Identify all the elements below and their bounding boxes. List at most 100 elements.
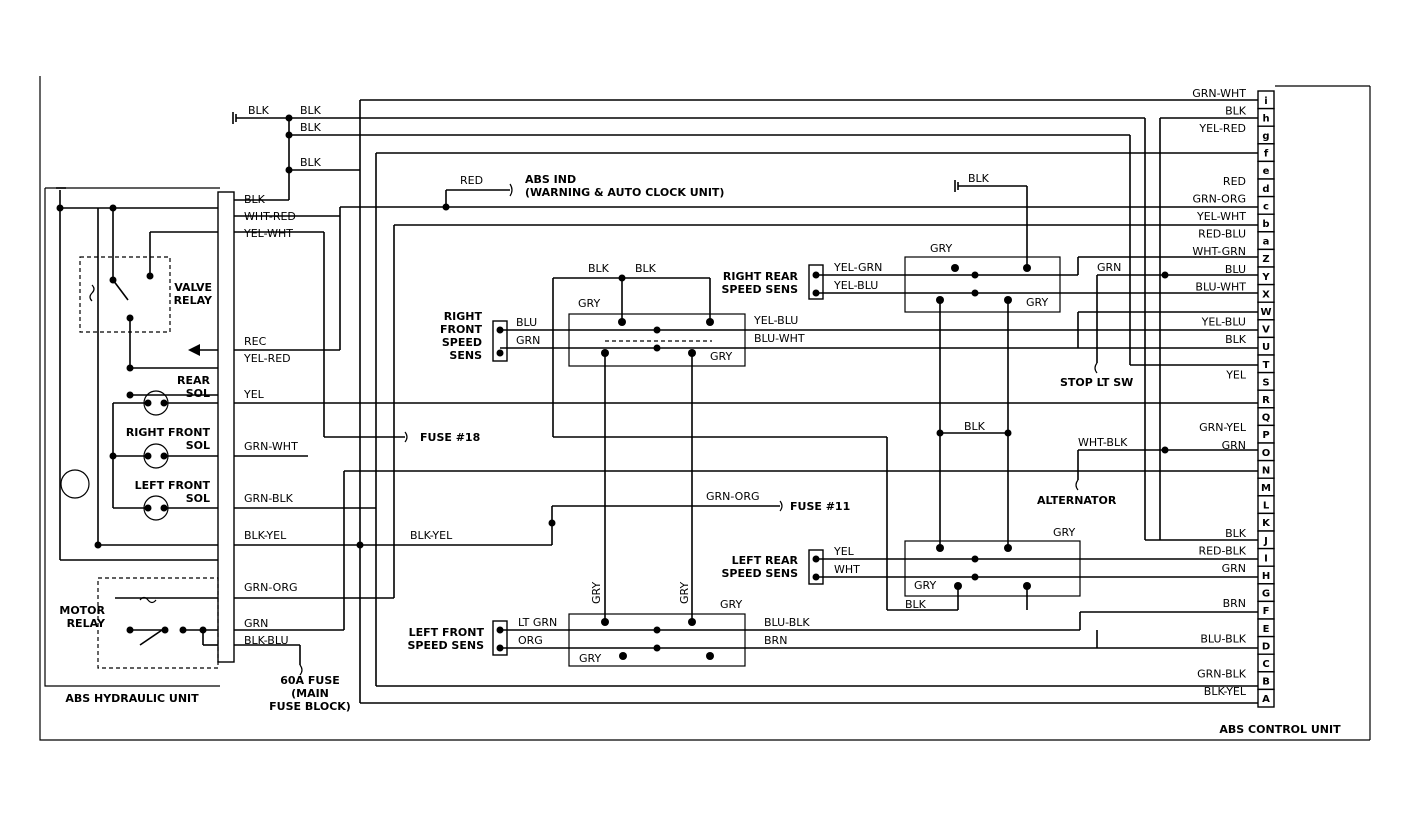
right-rear-speed-sensor <box>808 185 1260 548</box>
pin-label: b <box>1262 219 1269 230</box>
lr-wire-wht: WHT <box>834 563 860 576</box>
mid-blk: BLK <box>964 420 986 433</box>
pin-label: X <box>1262 289 1270 300</box>
lf-gry-vert-right: GRY <box>678 582 691 604</box>
pin-label: f <box>1264 149 1269 160</box>
ground-label-1: BLK <box>248 104 270 117</box>
labels: BLK BLK BLK BLK BLK BLK WHT-RED YEL-WHT … <box>59 104 1341 736</box>
pin-label: B <box>1262 677 1270 688</box>
lf-gry-vert-left: GRY <box>590 582 603 604</box>
lf-out-top: BLU-BLK <box>764 616 810 629</box>
cu-wire-label: BLU-BLK <box>1200 632 1246 645</box>
cu-wire-label: BLK <box>1225 333 1247 346</box>
cu-wire-label: GRN <box>1222 439 1246 452</box>
hydraulic-unit <box>44 187 235 687</box>
abs-ind-wire: RED <box>460 174 483 187</box>
cu-wire-label: BLK <box>1225 104 1247 117</box>
hu-wire-grn: GRN <box>244 617 268 630</box>
ground-icon <box>56 112 959 192</box>
rf-gry-top: GRY <box>578 297 600 310</box>
pin-label: i <box>1264 96 1267 107</box>
fuse-18-label: FUSE #18 <box>420 431 480 444</box>
pin-label: P <box>1262 430 1269 441</box>
pin-label: d <box>1262 184 1269 195</box>
pin-label: e <box>1263 166 1270 177</box>
cu-wire-label: BRN <box>1223 597 1246 610</box>
fuse-11-label: FUSE #11 <box>790 500 850 513</box>
pin-label: O <box>1262 448 1271 459</box>
hu-wire-wht-red: WHT-RED <box>244 210 296 223</box>
rf-out-bottom: BLU-WHT <box>754 332 805 345</box>
hu-wire-blk: BLK <box>244 193 266 206</box>
ground-label-4: BLK <box>300 156 322 169</box>
hu-wire-yel: YEL <box>243 388 265 401</box>
cu-wire-label: BLK-YEL <box>1204 685 1247 698</box>
pin-label: Z <box>1262 254 1269 265</box>
lr-blk-bottom: BLK <box>905 598 927 611</box>
pin-label: S <box>1262 377 1269 388</box>
lf-wire-lt-grn: LT GRN <box>518 616 557 629</box>
pin-label: C <box>1262 659 1269 670</box>
ground-label-5: BLK <box>968 172 990 185</box>
control-unit-wire-labels: GRN-WHTBLKYEL-REDREDGRN-ORGYEL-WHTRED-BL… <box>1192 87 1247 698</box>
rf-blk-left: BLK <box>588 262 610 275</box>
cu-wire-label: RED-BLU <box>1198 228 1246 241</box>
pin-label: Q <box>1262 413 1271 424</box>
cu-wire-label: BLU <box>1225 263 1246 276</box>
lf-gry-top: GRY <box>720 598 742 611</box>
mid-wht-blk: WHT-BLK <box>1078 436 1128 449</box>
cu-wire-label: YEL <box>1225 368 1247 381</box>
hu-wire-blk-blu: BLK-BLU <box>244 634 289 647</box>
hu-wire-grn-wht: GRN-WHT <box>244 440 298 453</box>
cu-wire-label: YEL-RED <box>1198 122 1246 135</box>
alternator-label: ALTERNATOR <box>1037 494 1117 507</box>
rr-wire-yel-grn: YEL-GRN <box>833 261 882 274</box>
pin-label: T <box>1263 360 1270 371</box>
abs-ind-label: ABS IND(WARNING & AUTO CLOCK UNIT) <box>525 173 724 199</box>
pin-label: R <box>1262 395 1270 406</box>
pin-label: V <box>1262 325 1270 336</box>
cu-wire-label: YEL-WHT <box>1196 210 1246 223</box>
mid-grn-stop: GRN <box>1097 261 1121 274</box>
pin-label: Y <box>1261 272 1270 283</box>
cu-wire-label: GRN-ORG <box>1193 192 1247 205</box>
lr-gry-top: GRY <box>1053 526 1075 539</box>
lf-gry-bottom: GRY <box>579 652 601 665</box>
pin-label: M <box>1261 483 1271 494</box>
left-rear-speed-sensor <box>808 540 1260 611</box>
pin-label: A <box>1262 694 1270 705</box>
pin-label: L <box>1263 501 1270 512</box>
cu-wire-label: GRN-YEL <box>1199 421 1247 434</box>
pin-label: a <box>1263 237 1270 248</box>
hu-wire-yel-red: YEL-RED <box>243 352 291 365</box>
rf-out-top: YEL-BLU <box>753 314 798 327</box>
cu-wire-label: RED-BLK <box>1198 544 1246 557</box>
pin-label: J <box>1263 536 1268 547</box>
rf-wire-grn: GRN <box>516 334 540 347</box>
left-front-speed-sensor <box>492 611 1260 667</box>
hu-wire-yel-wht: YEL-WHT <box>243 227 293 240</box>
pin-label: G <box>1262 589 1270 600</box>
cu-wire-label: RED <box>1223 175 1246 188</box>
lf-wire-org: ORG <box>518 634 543 647</box>
hu-wire-grn-org: GRN-ORG <box>244 581 298 594</box>
stop-lt-sw-label: STOP LT SW <box>1060 376 1133 389</box>
mid-grn-org: GRN-ORG <box>706 490 760 503</box>
cu-wire-label: GRN-BLK <box>1197 668 1247 681</box>
harness-wires <box>234 99 1260 704</box>
pin-label: K <box>1262 518 1271 529</box>
hu-wire-grn-blk: GRN-BLK <box>244 492 294 505</box>
right-front-speed-sensor <box>492 274 1260 622</box>
pin-label: c <box>1263 201 1269 212</box>
ground-label-2: BLK <box>300 104 322 117</box>
ground-label-3: BLK <box>300 121 322 134</box>
